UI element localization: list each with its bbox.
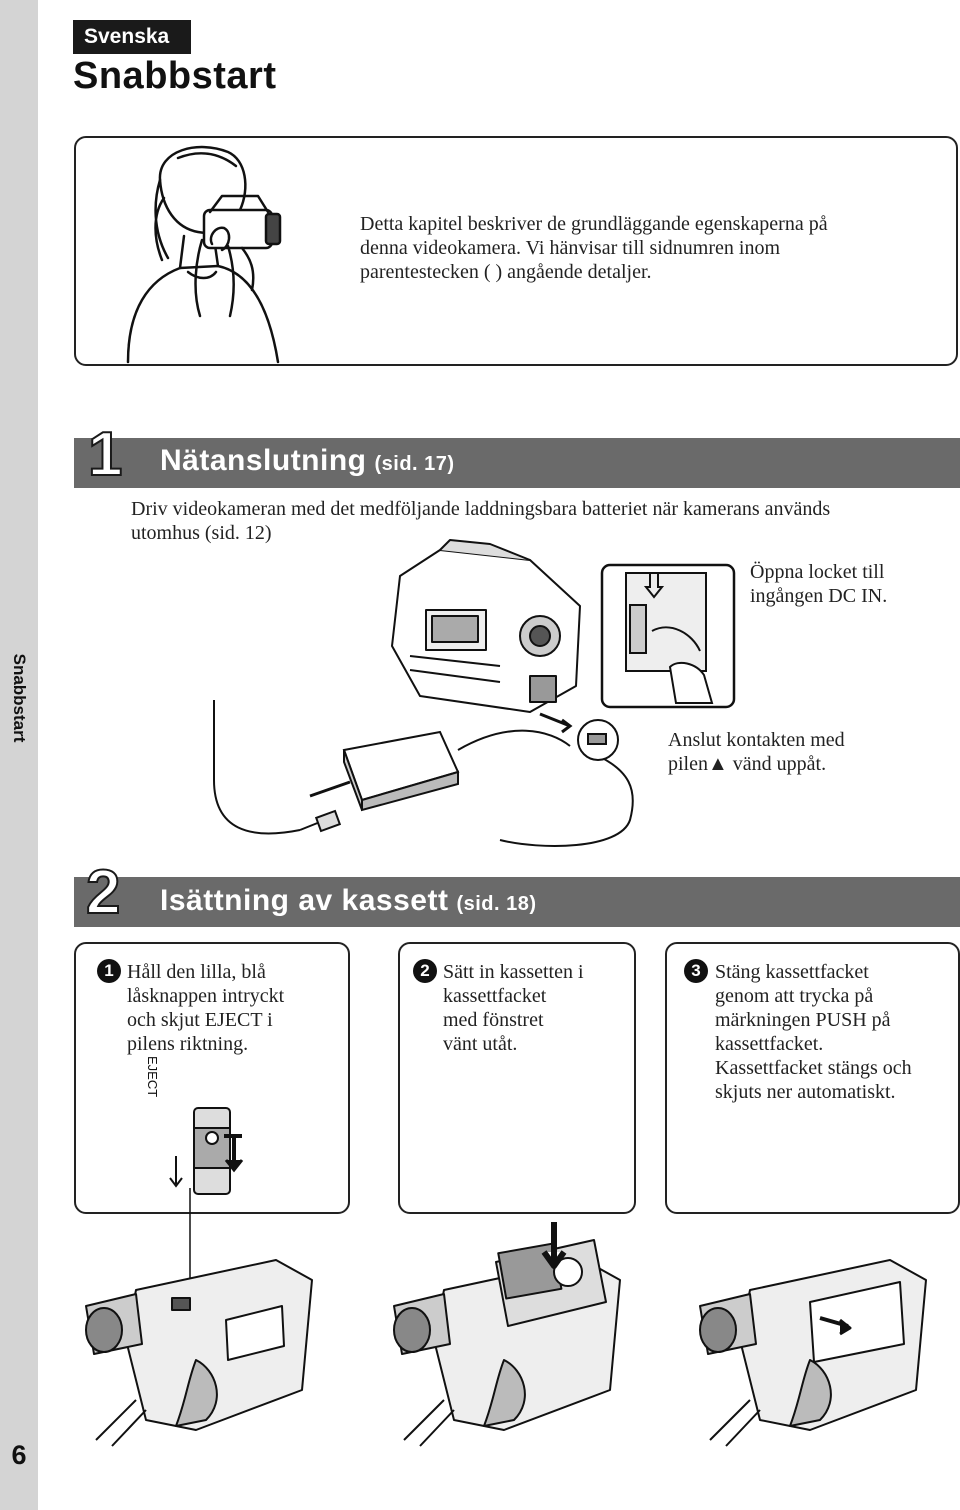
person-filming-illustration — [126, 145, 282, 364]
section-2-number: 2 — [85, 858, 122, 927]
intro-box — [74, 136, 958, 366]
section-1-title: Nätanslutning (sid. 17) — [160, 444, 455, 478]
step-line: med fönstret — [443, 1009, 544, 1031]
step-line: skjuts ner automatiskt. — [715, 1081, 896, 1103]
section-1-bar — [74, 438, 960, 488]
step-line: Kassettfacket stängs och — [715, 1057, 912, 1079]
page-number: 6 — [11, 1440, 27, 1470]
description-line: Driv videokameran med det medföljande la… — [131, 498, 831, 520]
callout-open-cover: Öppna locket till ingången DC IN. — [750, 560, 887, 608]
step-line: kassettfacket — [443, 985, 547, 1007]
section-2-ref: (sid. 18) — [456, 893, 537, 915]
callout-line: pilen▲ vänd uppåt. — [668, 753, 827, 775]
page-title: Snabbstart — [73, 55, 277, 97]
description-line: utomhus (sid. 12) — [131, 522, 272, 544]
side-tab-label: Snabbstart — [10, 653, 29, 743]
step-text-2: Sätt in kassetten i kassettfacket med fö… — [443, 960, 584, 1056]
intro-line: parentestecken ( ) angående detaljer. — [360, 261, 652, 283]
callout-line: Anslut kontakten med — [668, 729, 845, 751]
section-1-number: 1 — [87, 420, 124, 489]
section-2-bar — [74, 877, 960, 927]
step-line: genom att trycka på — [715, 985, 874, 1007]
step-line: Stäng kassettfacket — [715, 961, 869, 983]
eject-switch-illustration: EJECT — [145, 1056, 244, 1195]
section-2-title-text: Isättning av kassett — [160, 884, 449, 917]
section-1-ref: (sid. 17) — [374, 453, 455, 475]
step-number-1: 1 — [97, 959, 121, 983]
camcorder-step-3-illustration — [699, 1259, 927, 1447]
step-text-1: Håll den lilla, blå låsknappen intryckt … — [127, 960, 284, 1056]
step-line: märkningen PUSH på — [715, 1009, 891, 1031]
camcorder-step-2-illustration — [393, 1222, 621, 1447]
camcorder-step-1-illustration — [85, 1259, 313, 1447]
intro-line: denna videokamera. Vi hänvisar till sidn… — [360, 237, 780, 259]
ac-adapter-illustration — [213, 700, 634, 847]
callout-line: ingången DC IN. — [750, 585, 888, 607]
language-badge: Svenska — [73, 20, 191, 54]
step-box-2 — [398, 942, 636, 1214]
step-line: låsknappen intryckt — [127, 985, 285, 1007]
step-line: Håll den lilla, blå — [127, 961, 266, 983]
section-1-title-text: Nätanslutning — [160, 444, 367, 477]
section-1-description: Driv videokameran med det medföljande la… — [131, 497, 951, 545]
step-line: pilens riktning. — [127, 1033, 249, 1055]
step-line: Sätt in kassetten i — [443, 961, 584, 983]
callout-connect-plug: Anslut kontakten med pilen▲ vänd uppåt. — [668, 728, 845, 776]
callout-line: Öppna locket till — [750, 561, 885, 583]
intro-text: Detta kapitel beskriver de grundläggande… — [360, 212, 920, 284]
dc-in-detail-illustration — [600, 563, 736, 709]
camcorder-illustration — [391, 539, 581, 713]
intro-line: Detta kapitel beskriver de grundläggande… — [360, 213, 828, 235]
step-line: kassettfacket. — [715, 1033, 824, 1055]
section-2-title: Isättning av kassett (sid. 18) — [160, 884, 537, 918]
side-tab — [0, 0, 38, 1510]
step-box-3 — [665, 942, 960, 1214]
step-box-1 — [74, 942, 350, 1214]
step-line: vänt utåt. — [443, 1033, 518, 1055]
step-number-2: 2 — [413, 959, 437, 983]
eject-label: EJECT — [145, 1056, 160, 1097]
step-line: och skjut EJECT i — [127, 1009, 273, 1031]
step-number-3: 3 — [684, 959, 708, 983]
step-text-3: Stäng kassettfacket genom att trycka på … — [715, 960, 912, 1104]
